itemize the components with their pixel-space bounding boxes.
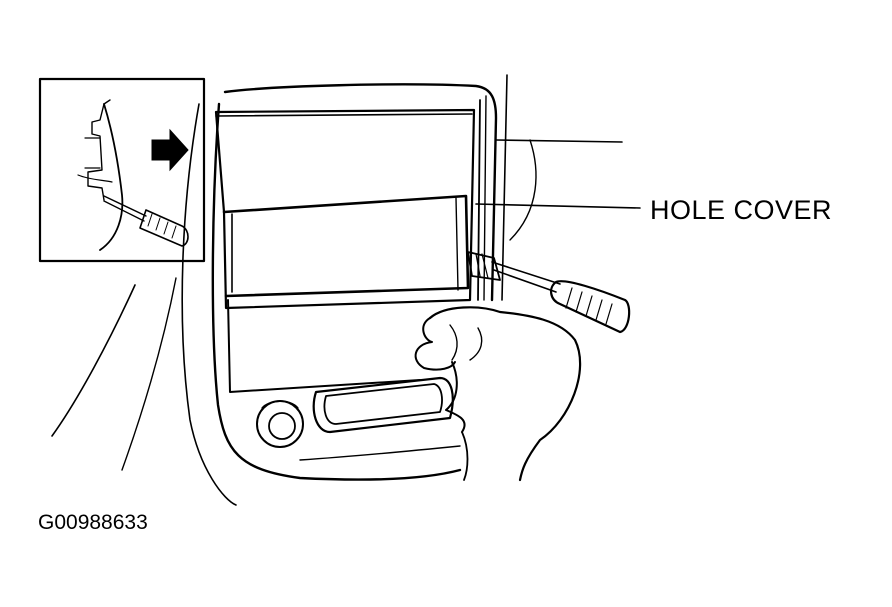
inset-detail: [38, 77, 206, 263]
dashboard-panel-lines: [51, 103, 237, 506]
hand: [414, 306, 582, 482]
center-console: [211, 74, 641, 481]
figure-id-label: G00988633: [38, 511, 148, 534]
inset-frame: [38, 77, 206, 263]
hole-cover: [467, 251, 501, 281]
lower-console: [256, 376, 461, 461]
right-arrow-icon: [151, 128, 189, 172]
callout-leader: [475, 203, 641, 209]
screwdriver: [491, 261, 631, 334]
hole-cover-label: HOLE COVER: [650, 195, 833, 225]
